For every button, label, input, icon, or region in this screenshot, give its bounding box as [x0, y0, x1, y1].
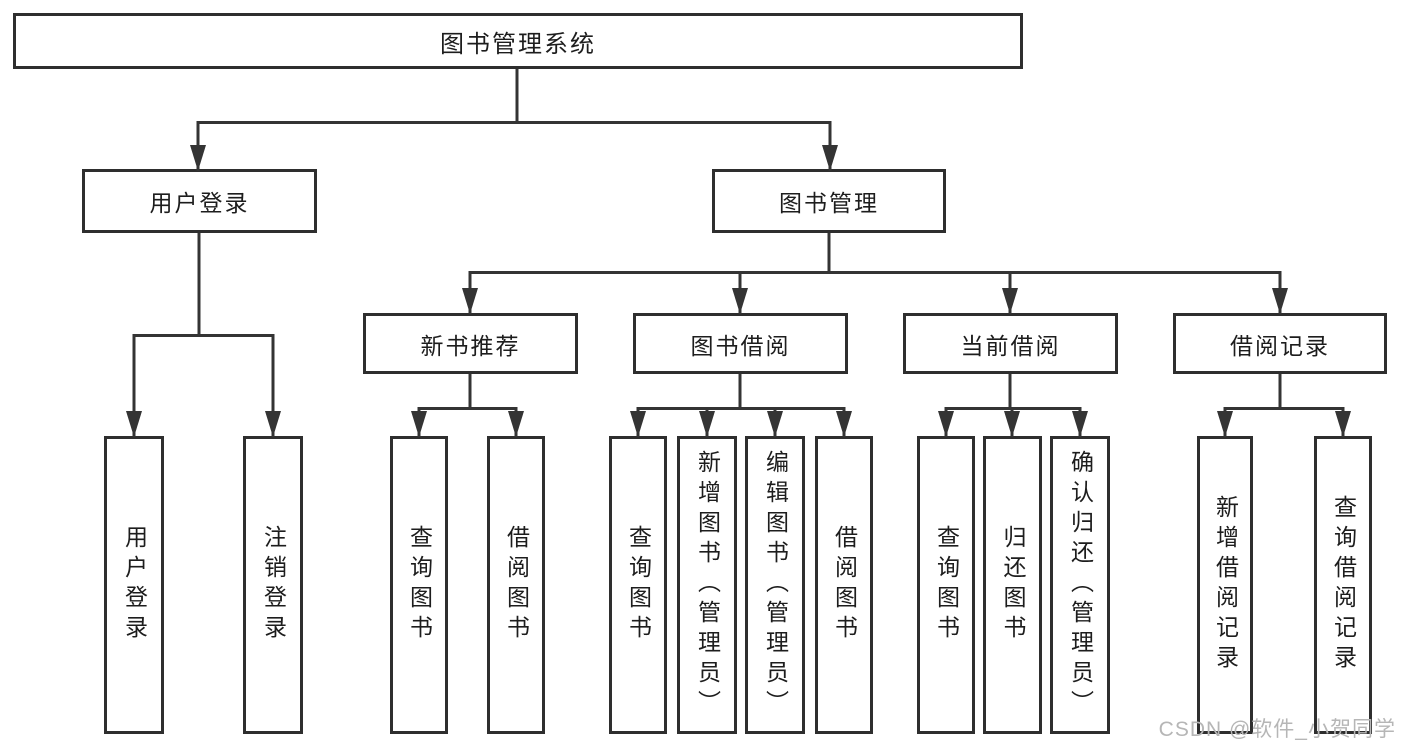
leaf-recommend-query-book: 查询图书	[390, 436, 448, 734]
csdn-watermark: CSDN @软件_小贺同学	[1158, 718, 1396, 741]
leaf-query-borrow-record: 查询借阅记录	[1314, 436, 1372, 734]
node-current-borrow: 当前借阅	[903, 313, 1118, 374]
leaf-borrow-book: 借阅图书	[815, 436, 873, 734]
node-user-login: 用户登录	[82, 169, 317, 233]
leaf-add-borrow-record: 新增借阅记录	[1197, 436, 1253, 734]
node-system-root: 图书管理系统	[13, 13, 1023, 69]
leaf-borrow-query-book: 查询图书	[609, 436, 667, 734]
node-borrow-record: 借阅记录	[1173, 313, 1387, 374]
leaf-user-login: 用户登录	[104, 436, 164, 734]
leaf-return-book: 归还图书	[983, 436, 1042, 734]
node-book-borrow: 图书借阅	[633, 313, 848, 374]
leaf-add-book-admin: 新增图书（管理员）	[677, 436, 737, 734]
connector-group	[126, 69, 1351, 437]
node-book-management: 图书管理	[712, 169, 946, 233]
leaf-edit-book-admin: 编辑图书（管理员）	[745, 436, 805, 734]
leaf-current-query-book: 查询图书	[917, 436, 975, 734]
leaf-logout: 注销登录	[243, 436, 303, 734]
leaf-recommend-borrow-book: 借阅图书	[487, 436, 545, 734]
node-new-book-recommend: 新书推荐	[363, 313, 578, 374]
leaf-confirm-return-admin: 确认归还（管理员）	[1050, 436, 1110, 734]
